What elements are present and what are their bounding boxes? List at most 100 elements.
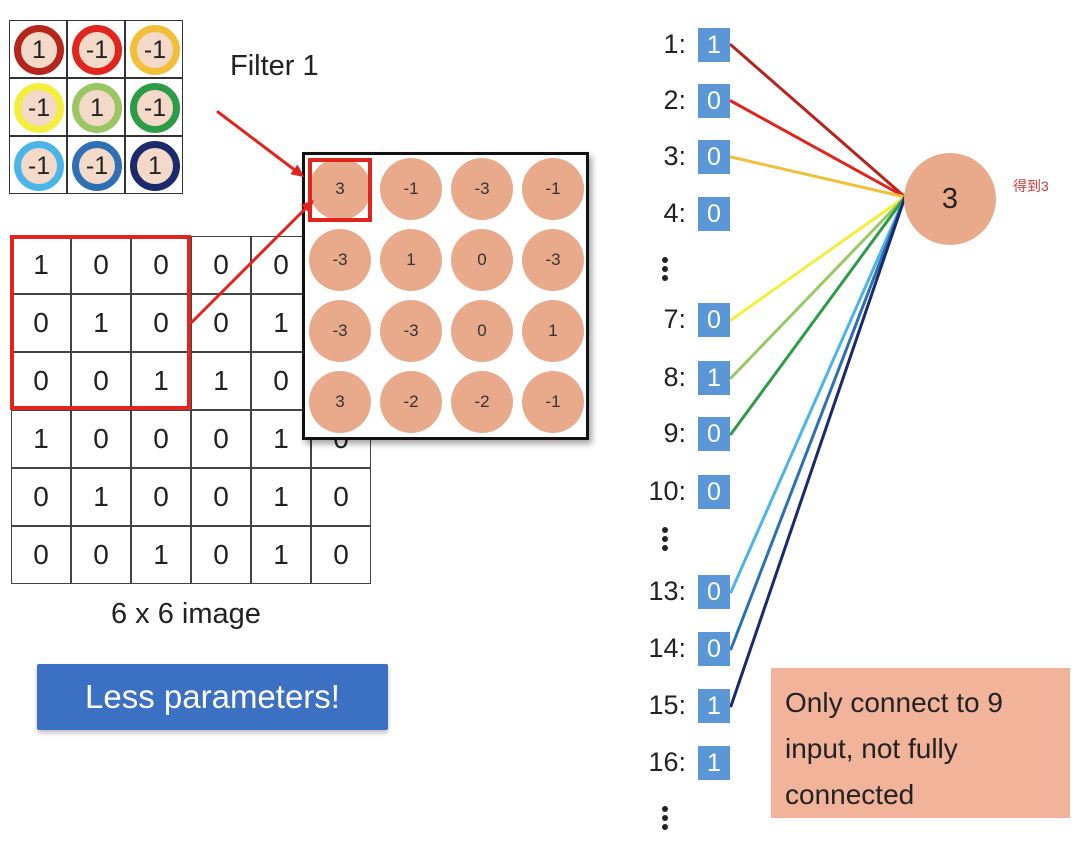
info-line-2: input, not fully bbox=[785, 733, 958, 764]
filter-weight: -1 bbox=[14, 141, 64, 191]
input-index-label: 10: bbox=[648, 476, 686, 506]
ellipsis-icon bbox=[662, 806, 668, 812]
filter-weight: -1 bbox=[130, 25, 180, 75]
filter-weight: -1 bbox=[72, 141, 122, 191]
input-index-label: 13: bbox=[648, 576, 686, 606]
feature-map-value: -2 bbox=[380, 371, 442, 433]
filter-cell: -1 bbox=[67, 136, 125, 194]
feature-map-value: -3 bbox=[522, 229, 584, 291]
connection-line bbox=[729, 195, 907, 380]
image-cell: 1 bbox=[71, 468, 131, 526]
image-cell: 0 bbox=[11, 468, 71, 526]
filter-cell: 1 bbox=[67, 78, 125, 136]
feature-map-value: 3 bbox=[309, 158, 371, 220]
info-box: Only connect to 9 input, not fully conne… bbox=[771, 668, 1070, 818]
feature-map-value: -3 bbox=[309, 229, 371, 291]
image-cell: 0 bbox=[11, 352, 71, 410]
image-cell: 0 bbox=[131, 294, 191, 352]
image-cell: 1 bbox=[11, 236, 71, 294]
input-index-label: 3: bbox=[663, 141, 686, 171]
input-value-box: 1 bbox=[698, 689, 730, 723]
input-value-box: 1 bbox=[698, 28, 730, 62]
input-value-box: 0 bbox=[698, 84, 730, 118]
connection-line bbox=[729, 195, 907, 322]
input-value-box: 1 bbox=[698, 746, 730, 780]
feature-map-value: 0 bbox=[451, 300, 513, 362]
input-index-label: 4: bbox=[663, 198, 686, 228]
input-index-label: 7: bbox=[663, 304, 686, 334]
output-highlight bbox=[308, 158, 372, 222]
connection-line bbox=[729, 99, 907, 199]
connection-line bbox=[729, 195, 907, 436]
input-index-label: 16: bbox=[648, 747, 686, 777]
filter-cell: -1 bbox=[125, 78, 183, 136]
input-index-label: 8: bbox=[663, 362, 686, 392]
input-value-box: 0 bbox=[698, 575, 730, 609]
filter-weight: -1 bbox=[14, 83, 64, 133]
feature-map-value: 3 bbox=[309, 371, 371, 433]
image-cell: 0 bbox=[131, 468, 191, 526]
image-cell: 1 bbox=[191, 352, 251, 410]
input-value-box: 0 bbox=[698, 417, 730, 451]
image-cell: 0 bbox=[311, 526, 371, 584]
feature-map-value: 1 bbox=[380, 229, 442, 291]
image-cell: 0 bbox=[191, 410, 251, 468]
image-cell: 0 bbox=[191, 468, 251, 526]
input-index-label: 2: bbox=[663, 85, 686, 115]
feature-map-value: -1 bbox=[522, 371, 584, 433]
feature-map-value: -2 bbox=[451, 371, 513, 433]
feature-map-value: -3 bbox=[309, 300, 371, 362]
connection-line bbox=[729, 155, 907, 199]
input-index-label: 1: bbox=[663, 29, 686, 59]
connection-line bbox=[729, 43, 907, 199]
less-parameters-banner: Less parameters! bbox=[37, 664, 388, 730]
image-cell: 1 bbox=[11, 410, 71, 468]
image-cell: 1 bbox=[131, 352, 191, 410]
image-cell: 0 bbox=[191, 526, 251, 584]
image-cell: 1 bbox=[251, 526, 311, 584]
image-cell: 1 bbox=[71, 294, 131, 352]
receptive-field-highlight bbox=[10, 235, 191, 410]
input-value-box: 0 bbox=[698, 140, 730, 174]
image-cell: 0 bbox=[11, 294, 71, 352]
input-value-box: 1 bbox=[698, 361, 730, 395]
filter-arrow-line bbox=[216, 110, 302, 176]
image-cell: 0 bbox=[71, 236, 131, 294]
filter-cell: -1 bbox=[67, 20, 125, 78]
image-cell: 1 bbox=[251, 294, 311, 352]
connection-line bbox=[729, 195, 907, 594]
feature-map-value: -3 bbox=[451, 158, 513, 220]
feature-map-value: 1 bbox=[522, 300, 584, 362]
image-cell: 0 bbox=[71, 410, 131, 468]
image-cell: 0 bbox=[71, 526, 131, 584]
input-value-box: 0 bbox=[698, 475, 730, 509]
feature-map-value: 0 bbox=[451, 229, 513, 291]
image-cell: 1 bbox=[251, 468, 311, 526]
connection-line bbox=[729, 195, 907, 651]
image-cell: 0 bbox=[131, 236, 191, 294]
filter-title: Filter 1 bbox=[230, 50, 319, 82]
connection-line bbox=[729, 195, 907, 708]
filter-weight: -1 bbox=[72, 25, 122, 75]
filter-cell: 1 bbox=[9, 20, 67, 78]
ellipsis-icon bbox=[662, 527, 668, 533]
filter-cell: -1 bbox=[9, 136, 67, 194]
patch-arrow-line bbox=[190, 202, 312, 324]
output-neuron: 3 bbox=[904, 153, 996, 245]
info-line-3: connected bbox=[785, 779, 915, 810]
input-index-label: 14: bbox=[648, 633, 686, 663]
input-value-box: 0 bbox=[698, 632, 730, 666]
filter-cell: -1 bbox=[125, 20, 183, 78]
feature-map-value: -1 bbox=[522, 158, 584, 220]
image-cell: 0 bbox=[251, 352, 311, 410]
arrow-head-icon bbox=[300, 200, 314, 214]
image-cell: 1 bbox=[251, 410, 311, 468]
input-value-box: 0 bbox=[698, 303, 730, 337]
ellipsis-icon bbox=[662, 257, 668, 263]
arrow-head-icon bbox=[290, 164, 304, 177]
input-value-box: 0 bbox=[698, 197, 730, 231]
filter-weight: -1 bbox=[130, 83, 180, 133]
